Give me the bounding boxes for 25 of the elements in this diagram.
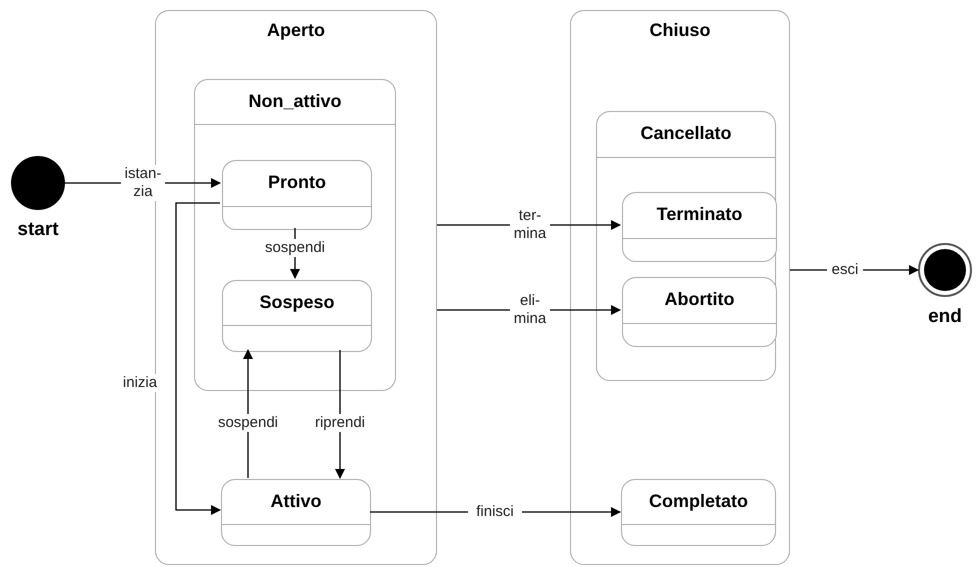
state-name: Cancellato [639,122,733,144]
state-name: Terminato [656,203,744,226]
state-name: Completato [648,490,749,512]
state-box [596,111,776,381]
state-name: Sospeso [258,291,336,314]
state-box [194,79,396,391]
state-box [222,280,372,352]
state-label: end [928,307,962,326]
transition-arrow [175,202,221,515]
state-name: Pronto [267,171,327,194]
state-label: start [17,220,59,239]
state-box [622,192,777,262]
state-box [622,277,777,347]
state-name: Aperto [266,19,326,42]
state-box [222,160,372,230]
region-container [570,10,790,565]
edge-label: istan- zia [121,165,165,201]
state-box [621,479,776,546]
initial-state [11,156,65,210]
state-name: Non_attivo [247,90,342,112]
state-name: Chiuso [648,19,712,42]
state-name: Abortito [664,288,736,310]
state-box [221,479,371,546]
state-name: Attivo [270,490,322,512]
final-state [918,243,972,297]
